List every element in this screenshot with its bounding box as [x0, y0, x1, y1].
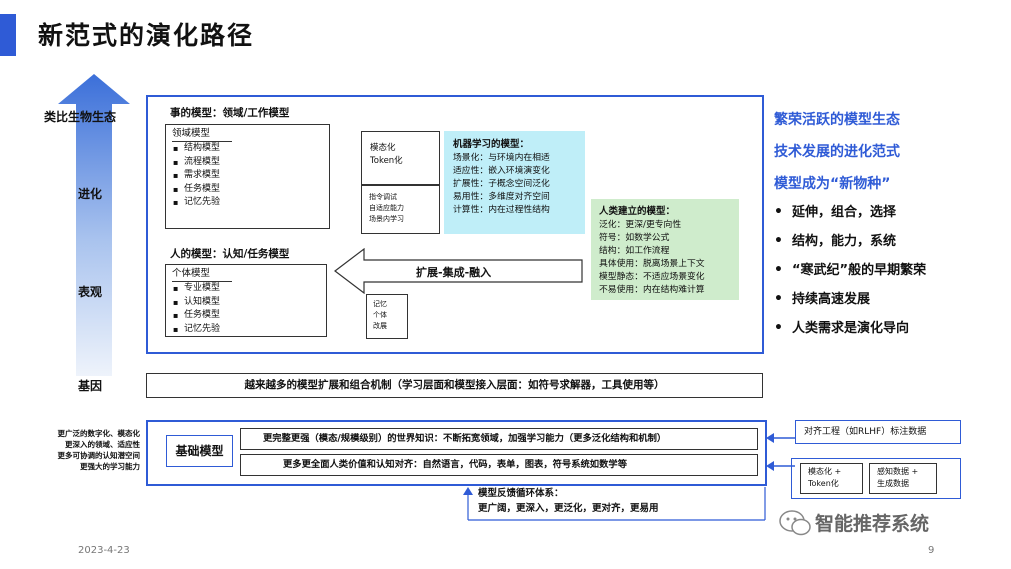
perception-data-box: 感知数据 + 生成数据 [869, 463, 937, 494]
foundation-frame [146, 420, 767, 486]
list-item: 记忆先验 [172, 196, 323, 210]
data-flow-arrows-icon [766, 433, 795, 471]
task-model-title: 事的模型：领域/工作模型 [170, 107, 290, 119]
ml-row: 场景化：与环境内在相适 [453, 153, 550, 163]
adaptation-box: 指令调试 自适应能力 场景内学习 [361, 185, 440, 234]
individual-model-list: 专业模型 认知模型 任务模型 记忆先验 [172, 282, 320, 336]
generated-line: 生成数据 [877, 479, 909, 488]
modality-box: 模态化 Token化 [361, 131, 440, 185]
note-line: 更多可协调的认知潜空间 [57, 451, 141, 460]
alignment-data-box: 对齐工程（如RLHF）标注数据 [795, 420, 961, 444]
arrow-label: 扩展-集成-融入 [416, 266, 492, 279]
ml-row: 扩展性：子概念空间泛化 [453, 179, 550, 189]
human-built-model-box: 人类建立的模型： 泛化：更深/更专向性 符号：如数学公式 结构：如工作流程 具体… [591, 199, 739, 300]
memory-box: 记忆 个体 改展 [366, 294, 408, 339]
list-item: 流程模型 [172, 156, 323, 170]
list-item: 记忆先验 [172, 323, 320, 337]
list-item: 需求模型 [172, 169, 323, 183]
token-line: Token化 [370, 156, 403, 166]
axis-label-top: 类比生物生态 [44, 110, 117, 124]
human-built-row: 结构：如工作流程 [599, 246, 670, 256]
note-line: 更广泛的数字化、模态化 [57, 429, 141, 438]
human-built-row: 符号：如数学公式 [599, 233, 670, 243]
modality-line: 模态化 [370, 143, 396, 153]
feedback-title: 模型反馈循环体系： [478, 488, 564, 499]
foundation-knowledge-row: 更完整更强（模态/规模级别）的世界知识：不断拓宽领域，加强学习能力（更多泛化结构… [240, 428, 758, 450]
wechat-icon [779, 510, 811, 536]
ml-model-title: 机器学习的模型： [453, 139, 530, 150]
feedback-loop-icon [463, 487, 766, 521]
ml-model-box: 机器学习的模型： 场景化：与环境内在相适 适应性：嵌入环境演变化 扩展性：子概念… [444, 131, 585, 234]
bullet-item: 人类需求是演化导向 [772, 314, 926, 343]
perception-line: 感知数据 + [877, 467, 919, 476]
foundation-model-label: 基础模型 [166, 435, 233, 467]
heading-paradigm: 技术发展的进化范式 [774, 144, 900, 160]
note-line: 更深入的领域、适应性 [65, 440, 140, 449]
human-built-row: 具体使用：脱离场景上下文 [599, 259, 705, 269]
human-built-row: 泛化：更深/更专向性 [599, 220, 682, 230]
feedback-items: 更广阔，更深入，更泛化，更对齐，更易用 [478, 503, 659, 514]
list-item: 结构模型 [172, 142, 323, 156]
human-built-row: 模型静态：不适应场景变化 [599, 272, 705, 282]
list-item: 认知模型 [172, 296, 320, 310]
in-context-line: 场景内学习 [369, 215, 404, 223]
individual-model-box: 个体模型 专业模型 认知模型 任务模型 记忆先验 [165, 264, 327, 337]
axis-label-gene: 基因 [78, 379, 103, 393]
modality-plus-line: 模态化 + [808, 467, 842, 476]
extend-integrate-arrow-icon [334, 248, 583, 294]
domain-model-title: 领域模型 [172, 127, 232, 142]
evolution-arrow-icon [58, 74, 130, 376]
human-built-row: 不易使用：内在结构难计算 [599, 285, 705, 295]
foundation-alignment-row: 更多更全面人类价值和认知对齐：自然语言，代码，表单，图表，符号系统如数学等 [240, 454, 758, 476]
domain-model-box: 领域模型 结构模型 流程模型 需求模型 任务模型 记忆先验 [165, 124, 330, 229]
human-model-title: 人的模型：认知/任务模型 [170, 248, 290, 260]
right-bullets: 延伸，组合，选择 结构，能力，系统 “寒武纪”般的早期繁荣 持续高速发展 人类需… [772, 198, 926, 343]
ml-row: 计算性：内在过程性结构 [453, 205, 550, 215]
page-title: 新范式的演化路径 [38, 21, 255, 50]
heading-new-species: 模型成为“新物种” [774, 176, 891, 192]
ml-row: 易用性：多维度对齐空间 [453, 192, 550, 202]
title-accent-bar [0, 14, 16, 56]
memory-line: 记忆 [373, 300, 387, 308]
main-model-frame [146, 95, 764, 354]
adaptive-line: 自适应能力 [369, 204, 404, 212]
watermark-text: 智能推荐系统 [815, 513, 930, 535]
gene-bar: 越来越多的模型扩展和组合机制（学习层面和模型接入层面：如符号求解器，工具使用等） [146, 373, 763, 398]
bullet-item: 持续高速发展 [772, 285, 926, 314]
individual-line: 个体 [373, 311, 387, 319]
list-item: 专业模型 [172, 282, 320, 296]
ml-row: 适应性：嵌入环境演变化 [453, 166, 550, 176]
human-built-title: 人类建立的模型： [599, 206, 676, 217]
individual-model-title: 个体模型 [172, 267, 232, 282]
domain-model-list: 结构模型 流程模型 需求模型 任务模型 记忆先验 [172, 142, 323, 210]
note-line: 更强大的学习能力 [80, 462, 140, 471]
modality-token-box: 模态化 + Token化 [800, 463, 863, 494]
capability-notes: 更广泛的数字化、模态化 更深入的领域、适应性 更多可协调的认知潜空间 更强大的学… [32, 428, 141, 472]
right-headings: 繁荣活跃的模型生态 技术发展的进化范式 模型成为“新物种” [774, 104, 900, 200]
axis-label-phenotype: 表观 [78, 285, 103, 299]
token-line: Token化 [808, 479, 839, 488]
bullet-item: 结构，能力，系统 [772, 227, 926, 256]
list-item: 任务模型 [172, 183, 323, 197]
axis-label-evolve: 进化 [78, 187, 103, 201]
bullet-item: 延伸，组合，选择 [772, 198, 926, 227]
instruction-tuning-line: 指令调试 [369, 193, 397, 201]
expand-line: 改展 [373, 322, 387, 330]
page-number: 9 [928, 545, 935, 556]
bullet-item: “寒武纪”般的早期繁荣 [772, 256, 926, 285]
footer-date: 2023-4-23 [78, 545, 130, 556]
heading-ecosystem: 繁荣活跃的模型生态 [774, 112, 900, 128]
list-item: 任务模型 [172, 309, 320, 323]
